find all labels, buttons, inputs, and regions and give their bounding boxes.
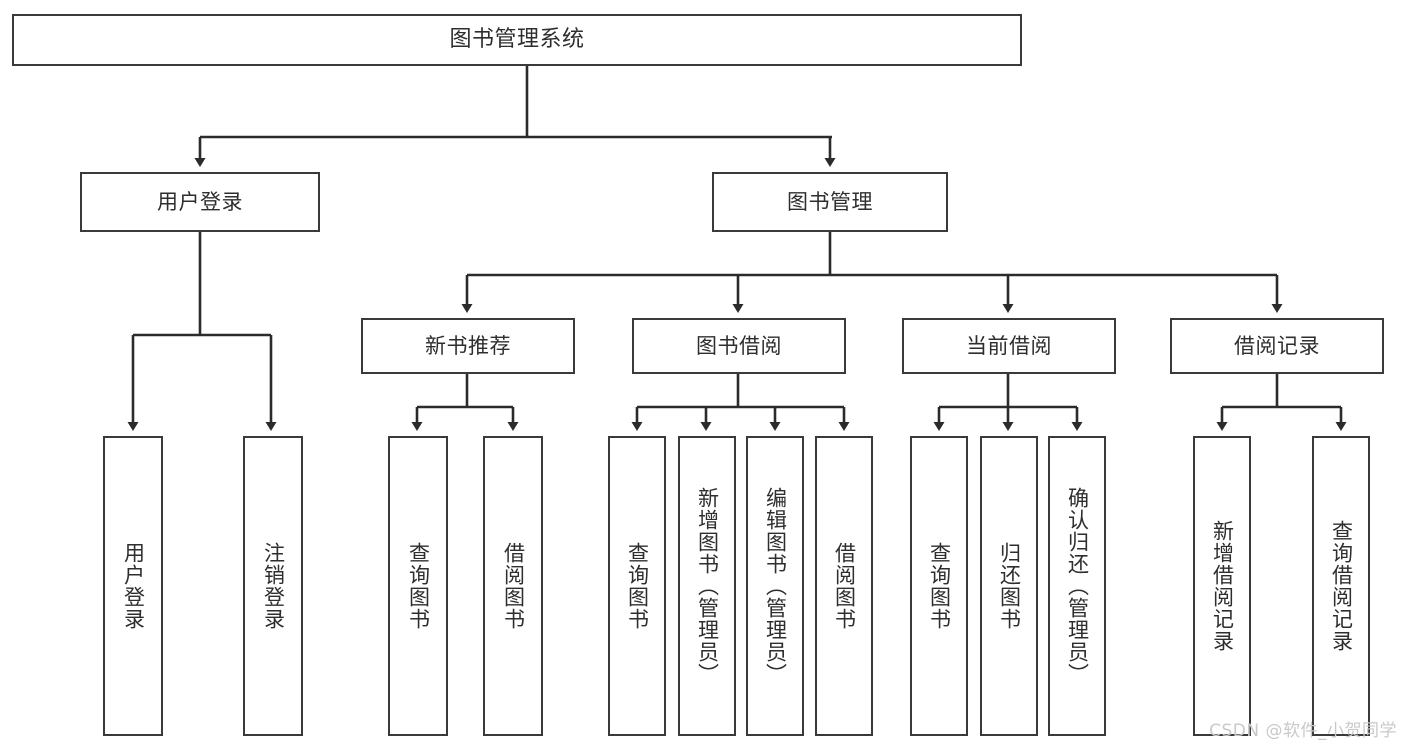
leaf-query-book-current[interactable]: 查询图书 [910,436,968,736]
node-current-borrow[interactable]: 当前借阅 [902,318,1116,374]
leaf-add-book-admin[interactable]: 新增图书（管理员） [678,436,736,736]
node-book-management[interactable]: 图书管理 [712,172,948,232]
leaf-query-borrow-record-label: 查询借阅记录 [1329,520,1354,652]
node-new-book-recommend[interactable]: 新书推荐 [361,318,575,374]
leaf-return-book[interactable]: 归还图书 [980,436,1038,736]
leaf-return-book-label: 归还图书 [997,542,1022,630]
node-user-login[interactable]: 用户登录 [80,172,320,232]
node-root[interactable]: 图书管理系统 [12,14,1022,66]
node-root-label: 图书管理系统 [449,27,585,53]
leaf-borrow-book-new[interactable]: 借阅图书 [483,436,543,736]
leaf-logout[interactable]: 注销登录 [243,436,303,736]
leaf-logout-label: 注销登录 [261,542,286,630]
leaf-query-book-borrow-label: 查询图书 [625,542,650,630]
node-current-borrow-label: 当前借阅 [966,333,1052,358]
leaf-confirm-return-admin-label: 确认归还（管理员） [1065,487,1090,685]
node-new-book-recommend-label: 新书推荐 [425,333,511,358]
leaf-user-login[interactable]: 用户登录 [103,436,163,736]
leaf-add-borrow-record-label: 新增借阅记录 [1210,520,1235,652]
node-borrow-records[interactable]: 借阅记录 [1170,318,1384,374]
leaf-query-borrow-record[interactable]: 查询借阅记录 [1312,436,1370,736]
leaf-user-login-label: 用户登录 [121,542,146,630]
leaf-borrow-book-label: 借阅图书 [832,542,857,630]
leaf-query-book-borrow[interactable]: 查询图书 [608,436,666,736]
leaf-query-book-new[interactable]: 查询图书 [388,436,448,736]
leaf-edit-book-admin-label: 编辑图书（管理员） [763,487,788,685]
leaf-add-borrow-record[interactable]: 新增借阅记录 [1193,436,1251,736]
leaf-borrow-book-new-label: 借阅图书 [501,542,526,630]
node-borrow-records-label: 借阅记录 [1234,333,1320,358]
leaf-query-book-new-label: 查询图书 [406,542,431,630]
leaf-confirm-return-admin[interactable]: 确认归还（管理员） [1048,436,1106,736]
node-book-management-label: 图书管理 [787,189,873,214]
leaf-borrow-book[interactable]: 借阅图书 [815,436,873,736]
leaf-query-book-current-label: 查询图书 [927,542,952,630]
node-book-borrow-label: 图书借阅 [696,333,782,358]
leaf-edit-book-admin[interactable]: 编辑图书（管理员） [746,436,804,736]
node-book-borrow[interactable]: 图书借阅 [632,318,846,374]
watermark: CSDN @软件_小贺同学 [1209,721,1397,741]
leaf-add-book-admin-label: 新增图书（管理员） [695,487,720,685]
node-user-login-label: 用户登录 [157,189,243,214]
